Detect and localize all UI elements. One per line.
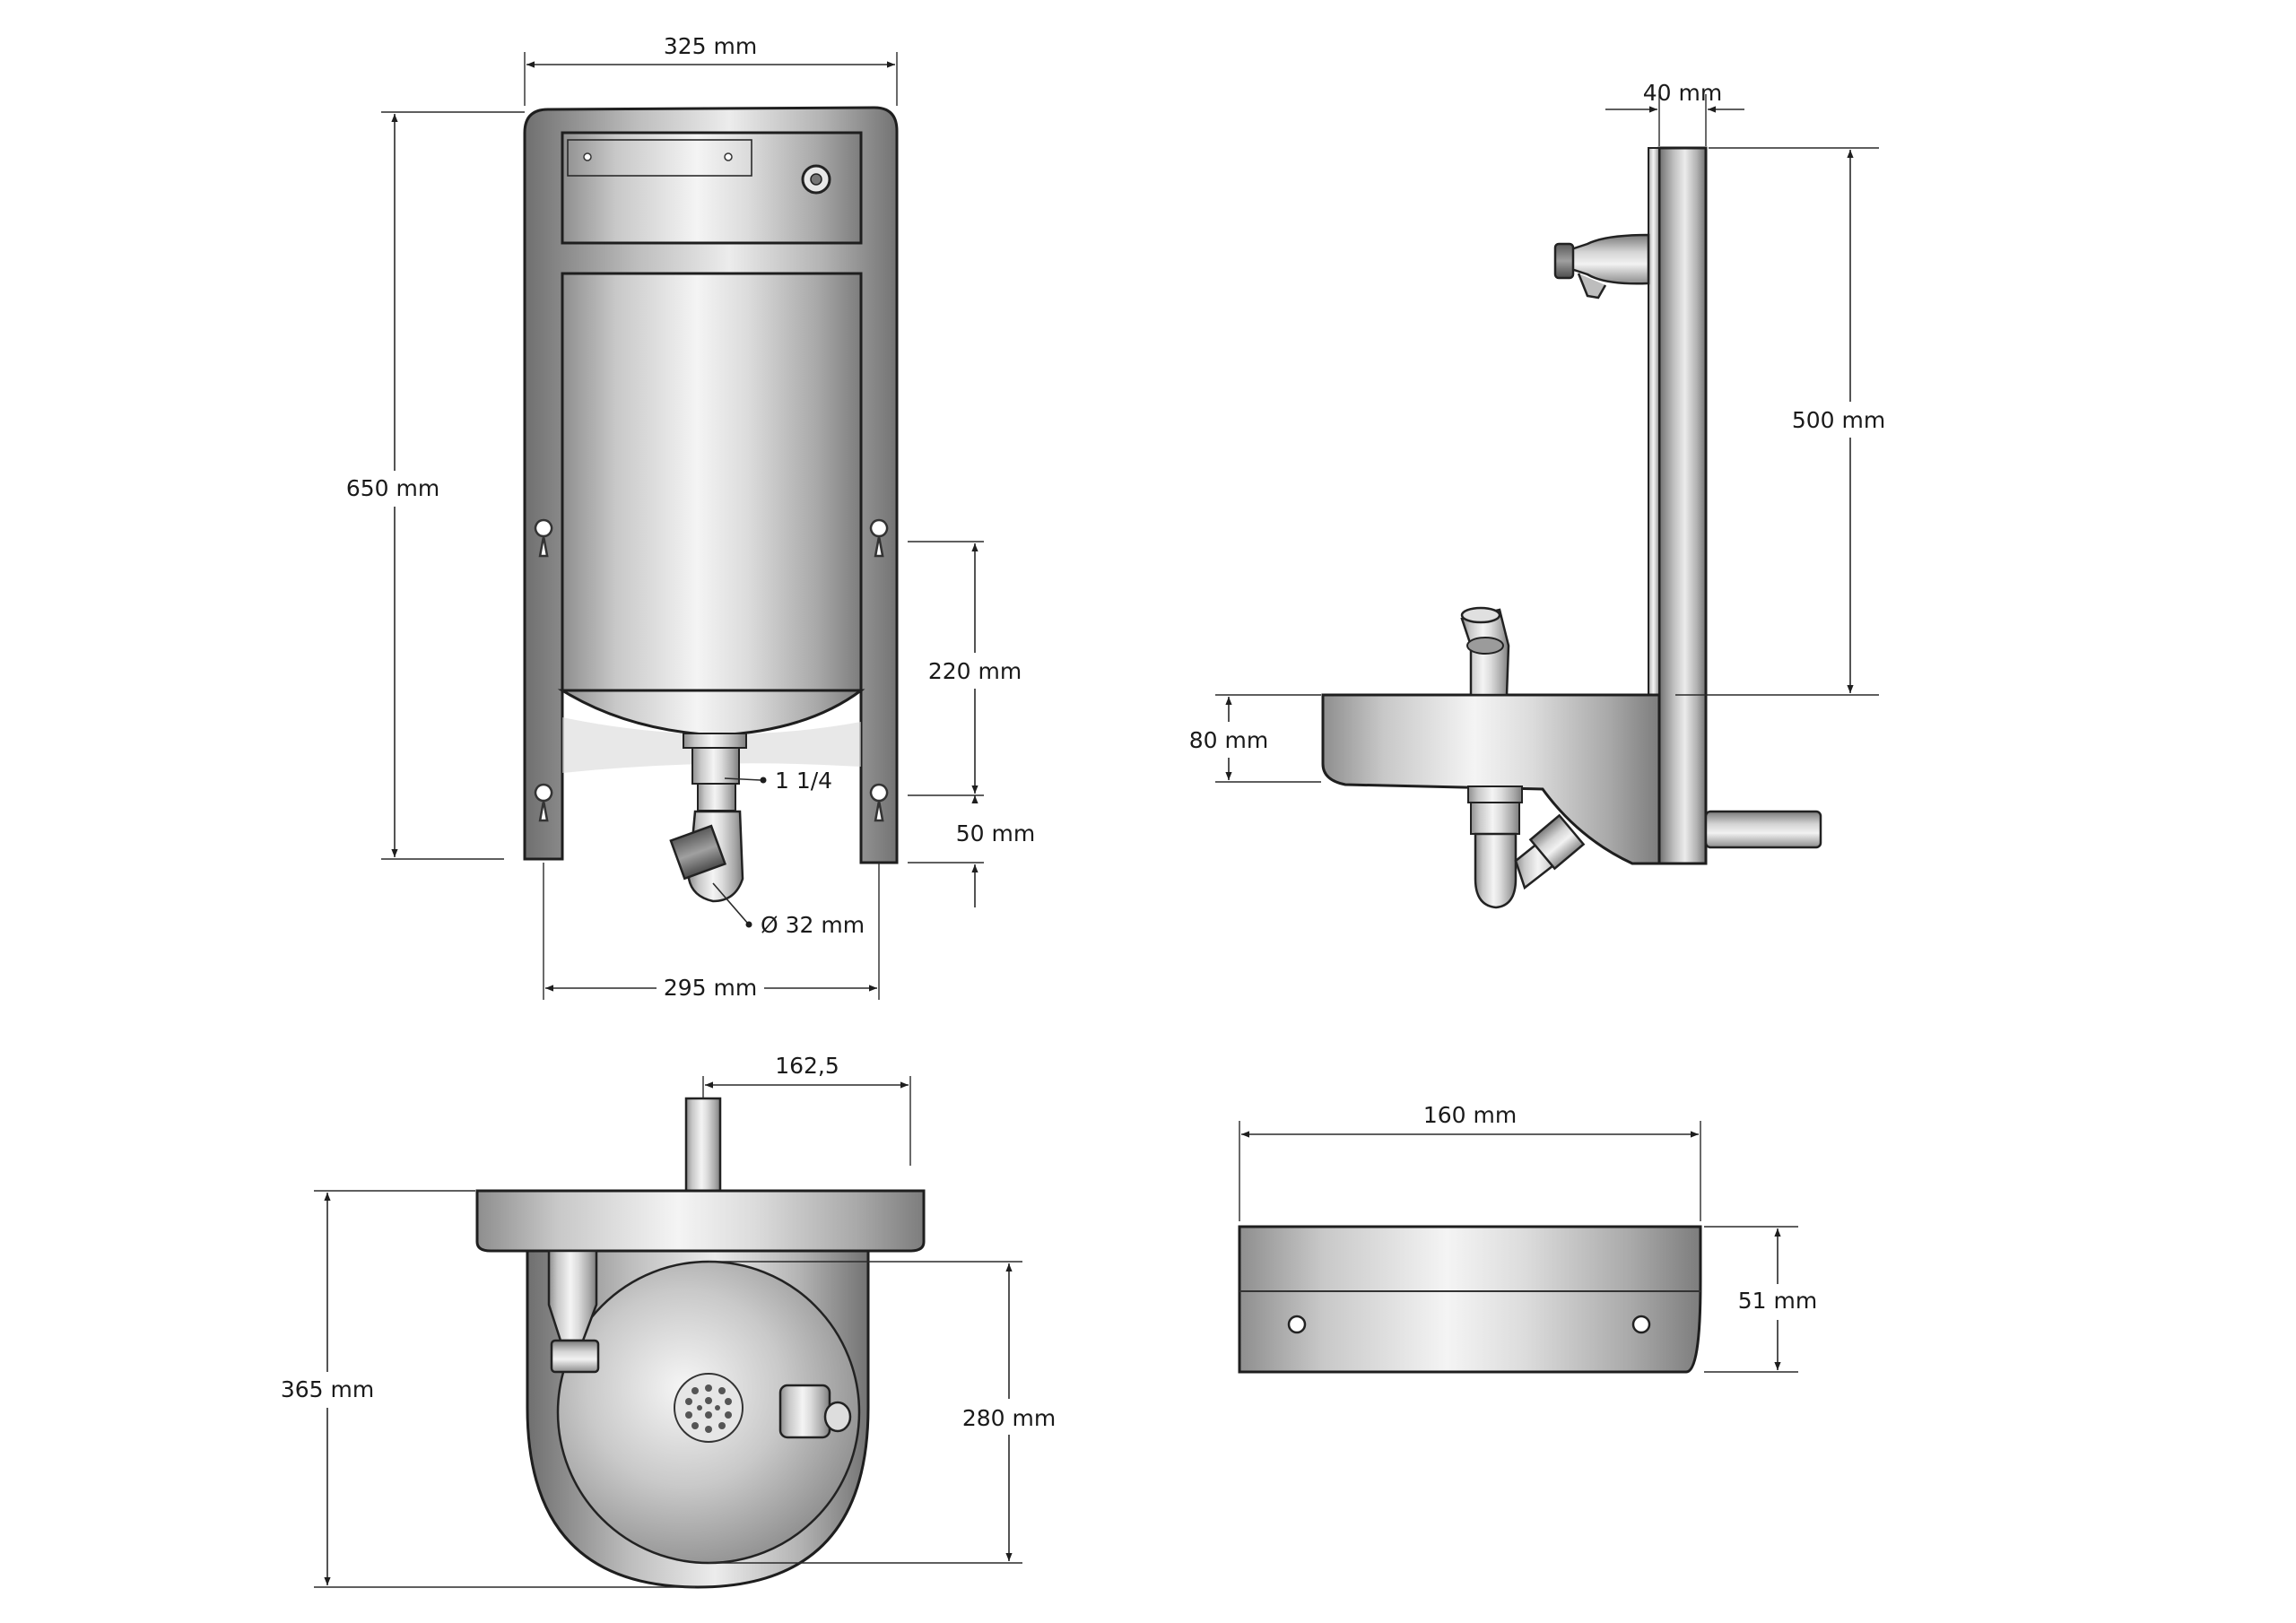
side-panel <box>1657 146 1708 865</box>
side-dimensions: 40 mm 500 mm 80 mm <box>1179 80 1897 783</box>
front-upper-plate <box>567 139 752 177</box>
mount-hole-icon <box>1287 1315 1307 1334</box>
dim-front-width-top: 325 mm <box>664 33 757 59</box>
mount-hole-icon <box>1631 1315 1651 1334</box>
dim-side-80: 80 mm <box>1189 727 1268 753</box>
dim-front-height: 650 mm <box>346 475 439 501</box>
front-view <box>523 106 899 903</box>
dim-side-40: 40 mm <box>1643 80 1722 106</box>
dim-detail-51: 51 mm <box>1738 1288 1817 1314</box>
dim-front-width-bottom: 295 mm <box>664 975 757 1001</box>
drain-strainer-icon <box>674 1373 744 1443</box>
callout-thread: 1 1/4 <box>775 768 832 794</box>
dim-detail-160: 160 mm <box>1423 1102 1517 1128</box>
callout-pipe-diameter: Ø 32 mm <box>761 912 865 938</box>
screw-icon <box>583 152 592 161</box>
side-trap <box>1474 832 1518 909</box>
dim-side-500: 500 mm <box>1792 407 1885 433</box>
side-rod <box>1704 810 1822 849</box>
side-bowl <box>1321 693 1661 865</box>
top-view <box>475 1097 926 1589</box>
top-shelf <box>475 1189 926 1253</box>
keyhole-icon <box>534 518 889 822</box>
dim-front-50: 50 mm <box>956 820 1035 846</box>
top-dimensions: 162,5 365 mm 280 mm <box>274 1053 1063 1588</box>
dim-top-280: 280 mm <box>962 1405 1056 1431</box>
dim-top-365: 365 mm <box>281 1376 374 1402</box>
detail-view <box>1238 1225 1702 1374</box>
drain-thread <box>697 783 736 812</box>
top-rod <box>684 1097 722 1194</box>
dim-top-162: 162,5 <box>775 1053 839 1079</box>
button-icon-inner <box>810 173 822 186</box>
top-spout <box>778 1384 852 1439</box>
front-main-panel <box>561 272 863 692</box>
dim-front-220: 220 mm <box>928 658 1022 684</box>
side-view <box>1321 146 1822 909</box>
front-dimensions: 325 mm 650 mm 220 mm 50 mm 1 1/4 Ø 32 mm… <box>341 33 1035 1004</box>
drain-nut <box>691 747 740 785</box>
drain-flange <box>683 733 747 749</box>
detail-dimensions: 160 mm 51 mm <box>1239 1102 1831 1373</box>
drain-trap-nut <box>669 824 727 881</box>
screw-icon <box>724 152 733 161</box>
detail-plate <box>1238 1225 1702 1374</box>
